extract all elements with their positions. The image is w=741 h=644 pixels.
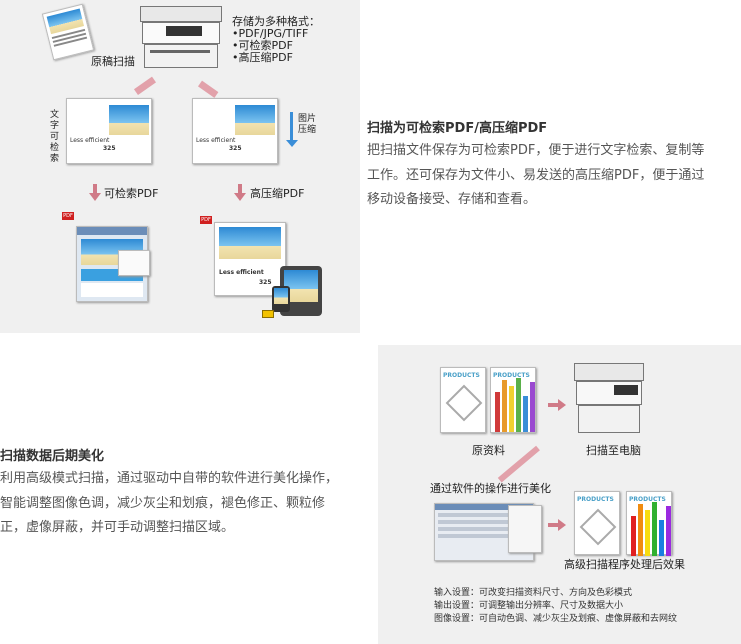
compressed-pdf-document: Less efficient 325 [192, 98, 278, 164]
blue-arrow-head-icon [286, 140, 298, 147]
compressed-pdf-label: 高压缩PDF [250, 187, 305, 200]
pdf-icon: PDF [62, 212, 74, 220]
note-image-settings: 图像设置：可自动色调、减少灰尘及划痕、虚像屏蔽和去网纹 [434, 614, 678, 624]
section2-line: 正，虚像屏蔽，并可手动调整扫描区域。 [0, 520, 235, 535]
doc-number: 325 [229, 145, 242, 152]
post-scan-enhance-illustration: PRODUCTS PRODUCTS 原资料 扫描至电脑 通过软件的操作进行美化 [378, 345, 741, 644]
products-arrows-document: PRODUCTS [440, 367, 486, 433]
section2-line: 智能调整图像色调，减少灰尘和划痕，褪色修正、颗粒修 [0, 495, 326, 511]
right-arrow-icon [548, 403, 558, 407]
color-bar-graphic [629, 502, 673, 558]
doc-caption: Less efficient [196, 137, 236, 144]
format-item-pdf-jpg-tiff: •PDF/JPG/TIFF [232, 27, 309, 40]
products-label: PRODUCTS [577, 496, 614, 503]
doc-caption: Less efficient [219, 269, 264, 276]
searchable-pdf-label: 可检索PDF [104, 187, 159, 200]
arrow-right-icon [197, 80, 219, 98]
down-arrow-left-icon [93, 184, 97, 194]
section2-line: 利用高级模式扫描，通过驱动中自带的软件进行美化操作， [0, 471, 339, 486]
context-menu-image [118, 250, 150, 276]
result-chart-document: PRODUCTS [626, 491, 673, 558]
right-arrow-head-icon [558, 519, 566, 531]
pdf-icon: PDF [200, 216, 212, 224]
text-searchable-label: 文字可检索 [50, 110, 60, 164]
software-side-panel [508, 505, 542, 553]
right-arrow-icon [548, 523, 558, 527]
products-label: PRODUCTS [629, 496, 666, 503]
doc-caption: Less efficient [70, 137, 110, 144]
result-arrows-document: PRODUCTS [574, 491, 620, 555]
section2-description: 利用高级模式扫描，通过驱动中自带的软件进行美化操作， 智能调整图像色调，减少灰尘… [0, 467, 338, 541]
note-input-settings: 输入设置：可改变扫描资料尺寸、方向及色彩模式 [434, 588, 633, 598]
blue-arrow-icon [290, 112, 293, 142]
arrows-graphic-icon [445, 384, 483, 422]
arrows-graphic-icon [579, 508, 617, 546]
scan-to-pc-label: 扫描至电脑 [586, 444, 641, 457]
doc-number: 325 [259, 279, 272, 286]
color-bar-graphic [493, 378, 537, 434]
searchable-pdf-document: Less efficient 325 [66, 98, 152, 164]
phone-device-icon [272, 286, 290, 312]
products-label: PRODUCTS [443, 372, 480, 379]
format-item-searchable-pdf: •可检索PDF [232, 39, 293, 52]
down-arrow-right-head-icon [234, 193, 246, 201]
section1-title: 扫描为可检索PDF/高压缩PDF [367, 121, 548, 136]
original-document-image [41, 3, 95, 61]
section1-line: 移动设备接受、存储和查看。 [367, 192, 537, 207]
down-arrow-right-icon [238, 184, 242, 194]
scanner-printer-image [574, 363, 644, 437]
compressed-pdf-page: Less efficient 325 [214, 222, 286, 296]
format-item-compressed-pdf: •高压缩PDF [232, 51, 293, 64]
software-label: 通过软件的操作进行美化 [430, 482, 551, 495]
envelope-icon [262, 310, 274, 318]
settings-notes: 输入设置：可改变扫描资料尺寸、方向及色彩模式 输出设置：可调整输出分辨率、尺寸及… [434, 587, 677, 626]
scan-pdf-illustration: 原稿扫描 存储为多种格式： •PDF/JPG/TIFF •可检索PDF •高压缩… [0, 0, 360, 333]
note-output-settings: 输出设置：可调整输出分辨率、尺寸及数据大小 [434, 601, 624, 611]
section1-line: 工作。还可保存为文件小、易发送的高压缩PDF，便于通过 [367, 167, 705, 183]
multifunction-printer-image [140, 6, 222, 72]
products-label: PRODUCTS [493, 372, 530, 379]
doc-number: 325 [103, 145, 116, 152]
image-compress-label: 图片压缩 [298, 114, 317, 135]
products-chart-document: PRODUCTS [490, 367, 536, 433]
arrow-left-icon [133, 76, 157, 95]
down-arrow-left-head-icon [89, 193, 101, 201]
section1-line: 把扫描文件保存为可检索PDF，便于进行文字检索、复制等 [367, 143, 705, 158]
result-label: 高级扫描程序处理后效果 [564, 558, 685, 571]
section1-description: 把扫描文件保存为可检索PDF，便于进行文字检索、复制等 工作。还可保存为文件小、… [367, 139, 704, 213]
formats-title: 存储为多种格式： [232, 15, 320, 28]
scan-original-label: 原稿扫描 [91, 55, 135, 68]
right-arrow-head-icon [558, 399, 566, 411]
section2-title: 扫描数据后期美化 [0, 449, 105, 464]
original-label: 原资料 [472, 444, 505, 457]
